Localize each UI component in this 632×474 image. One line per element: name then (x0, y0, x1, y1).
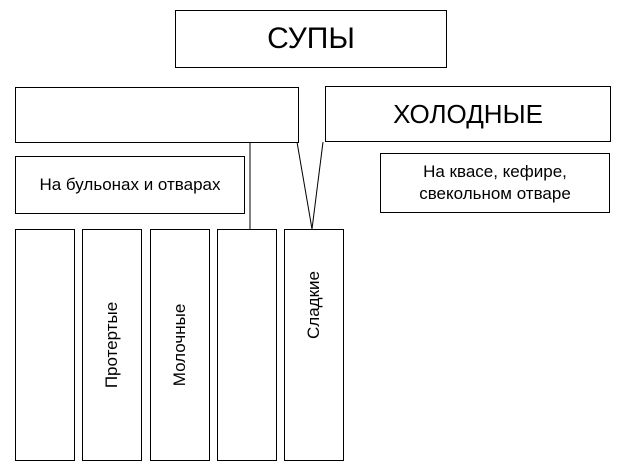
hot-column-3-label: Молочные (170, 303, 189, 387)
cold-subcategory-node: На квасе, кефире, свекольном отваре (380, 153, 610, 213)
connector-cold-to-column-5-right (311, 141, 324, 230)
cold-subcategory-line-2: свекольном отваре (419, 184, 571, 203)
cold-soups-label: ХОЛОДНЫЕ (393, 98, 543, 129)
hot-column-5-label: Сладкие (304, 271, 323, 339)
hot-column-2: Протертые (82, 229, 142, 461)
hot-column-3: Молочные (150, 229, 210, 461)
root-node: СУПЫ (175, 10, 447, 68)
root-label: СУПЫ (267, 22, 355, 55)
hot-subcategory-label: На бульонах и отварах (39, 175, 221, 194)
hot-column-2-label: Протертые (102, 301, 121, 389)
connector-hot-to-column-5-left (296, 141, 313, 230)
cold-soups-node: ХОЛОДНЫЕ (325, 86, 611, 142)
hot-column-1 (15, 229, 75, 461)
hot-column-4 (217, 229, 277, 461)
hot-subcategory-node: На бульонах и отварах (15, 156, 245, 214)
hot-column-5: Сладкие (284, 229, 344, 461)
hot-soups-node (15, 87, 299, 143)
cold-subcategory-line-1: На квасе, кефире, (423, 162, 567, 181)
